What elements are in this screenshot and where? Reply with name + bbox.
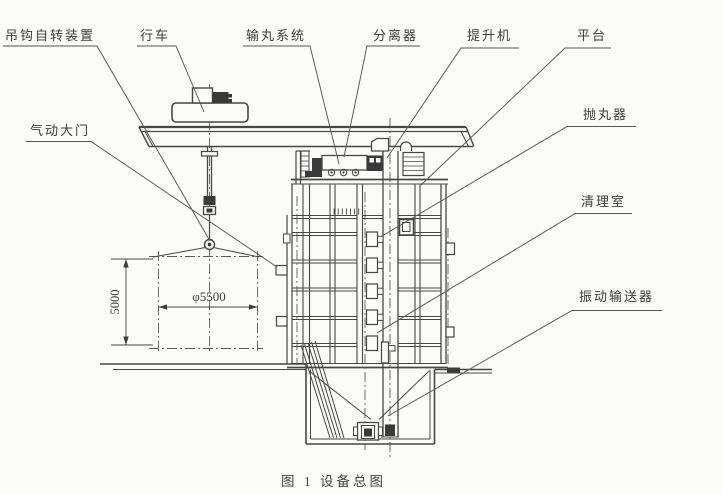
callout-elevator: 提升机 bbox=[467, 28, 513, 43]
separator-and-shot-system-unit bbox=[295, 137, 425, 184]
leader-crane bbox=[137, 45, 205, 113]
leader-separator bbox=[343, 45, 420, 158]
vibrating-conveyor-drive bbox=[353, 421, 399, 441]
ground-and-pit bbox=[100, 363, 492, 445]
elevator-bucket-chain bbox=[365, 231, 396, 364]
leader-cleaning-room bbox=[376, 213, 632, 334]
dimension-height-5000: 5000 bbox=[108, 258, 153, 346]
leader-platform bbox=[420, 47, 611, 186]
callout-leader-lines bbox=[3, 45, 662, 417]
figure-caption: 图 1 设备总图 bbox=[281, 474, 386, 489]
callout-crane: 行车 bbox=[140, 28, 171, 43]
callout-pneumatic-door: 气动大门 bbox=[30, 123, 91, 138]
hook-assembly bbox=[152, 147, 260, 258]
callout-platform: 平台 bbox=[577, 28, 608, 43]
leader-shot-blaster bbox=[381, 126, 636, 237]
crane-trolley bbox=[171, 87, 249, 123]
leader-pneumatic-door bbox=[26, 141, 278, 268]
callout-separator: 分离器 bbox=[373, 28, 419, 43]
callout-shot-conveying-system: 输丸系统 bbox=[246, 28, 307, 43]
dimension-5000-text: 5000 bbox=[108, 290, 122, 315]
dimension-diameter-5500: φ5500 bbox=[158, 289, 258, 310]
callout-cleaning-room: 清理室 bbox=[581, 194, 627, 209]
leader-shot-conveying-system bbox=[243, 45, 340, 165]
dimension-5500-text: φ5500 bbox=[192, 289, 226, 304]
pit-hopper-and-conveyor bbox=[300, 340, 430, 441]
pneumatic-door-brackets bbox=[275, 233, 291, 327]
centerlines bbox=[149, 84, 449, 458]
leader-elevator bbox=[386, 47, 519, 159]
callout-hook-rotation-device: 吊钩自转装置 bbox=[5, 28, 96, 43]
crane-runway-beam bbox=[138, 125, 475, 148]
leader-hook-rotation-device bbox=[3, 45, 211, 242]
discharge-chute bbox=[300, 340, 345, 439]
callout-shot-blaster: 抛丸器 bbox=[583, 107, 629, 122]
callout-vibrating-conveyor: 振动输送器 bbox=[579, 289, 655, 304]
leader-vibrating-conveyor bbox=[387, 310, 662, 417]
